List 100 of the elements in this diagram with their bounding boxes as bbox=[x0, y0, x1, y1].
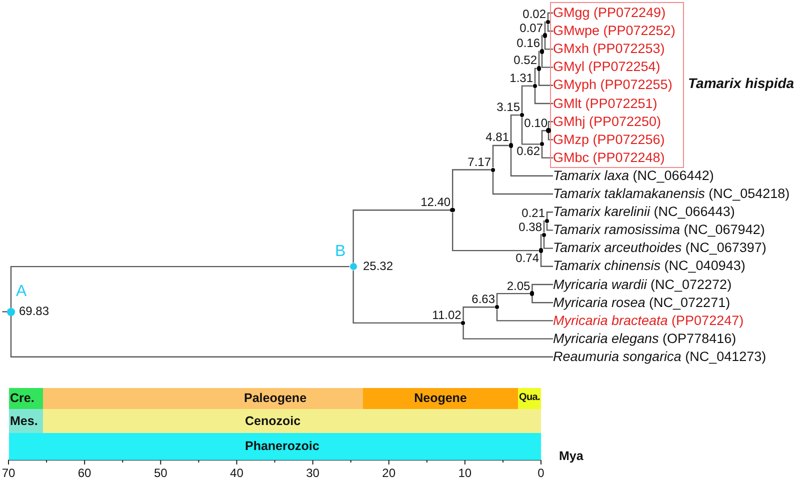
geologic-period-band: Cre. bbox=[8, 388, 43, 408]
node-dot bbox=[494, 304, 500, 310]
tree-branch bbox=[543, 236, 553, 249]
tree-branch bbox=[532, 296, 553, 304]
tree-branch bbox=[462, 306, 495, 321]
node-letter-label: A bbox=[16, 283, 27, 300]
tree-branch bbox=[462, 325, 553, 340]
divergence-time-label: 69.83 bbox=[19, 305, 50, 318]
tree-branch bbox=[496, 292, 530, 305]
taxon-label: Myricaria elegans (OP778416) bbox=[553, 330, 736, 347]
node-dot bbox=[546, 20, 550, 24]
tree-branch bbox=[492, 172, 553, 195]
node-dot bbox=[542, 33, 548, 38]
divergence-time-label: 0.02 bbox=[522, 8, 546, 22]
tree-branch bbox=[10, 266, 350, 308]
node-dot bbox=[542, 232, 546, 237]
geologic-era-band: Cenozoic bbox=[43, 408, 541, 432]
taxon-label: Myricaria rosea (NC_072271) bbox=[553, 294, 730, 311]
tree-branch bbox=[541, 54, 553, 68]
taxon-label: GMyl (PP072254) bbox=[553, 59, 660, 76]
tree-branch bbox=[510, 114, 520, 144]
divergence-time-label: 4.81 bbox=[486, 131, 509, 144]
taxon-label: Reaumuria songarica (NC_041273) bbox=[553, 348, 766, 365]
tree-branch bbox=[534, 88, 553, 104]
tree-branch bbox=[352, 270, 462, 324]
node-dot bbox=[540, 49, 544, 54]
tree-branch bbox=[540, 234, 542, 248]
geologic-period-band: Neogene bbox=[363, 388, 518, 408]
divergence-time-label: 12.40 bbox=[420, 196, 451, 210]
taxon-label: Tamarix taklamakanensis (NC_054218) bbox=[553, 186, 790, 202]
taxon-label: GMlt (PP072251) bbox=[553, 96, 658, 112]
taxon-label: GMhj (PP072250) bbox=[553, 114, 662, 130]
taxon-label: Tamarix ramosissima (NC_067942) bbox=[553, 222, 765, 238]
axis-tick-label: 40 bbox=[230, 467, 244, 480]
axis-tick-label: 30 bbox=[306, 467, 320, 480]
tree-branch bbox=[546, 223, 553, 231]
taxon-label: Tamarix chinensis (NC_040943) bbox=[553, 258, 746, 274]
taxon-label: GMzp (PP072256) bbox=[553, 132, 665, 148]
node-dot bbox=[490, 168, 496, 172]
node-dot bbox=[538, 248, 544, 253]
axis-tick-label: 10 bbox=[458, 467, 472, 480]
divergence-time-label: 0.10 bbox=[524, 116, 548, 130]
node-letter-label: B bbox=[335, 243, 346, 260]
tree-branch bbox=[547, 24, 553, 32]
divergence-time-label: 25.32 bbox=[363, 260, 394, 273]
divergence-time-label: 0.74 bbox=[516, 252, 539, 265]
node-dot bbox=[530, 291, 534, 296]
divergence-time-label: 7.17 bbox=[468, 156, 491, 169]
axis-tick-label: 0 bbox=[538, 467, 544, 480]
taxon-label: Tamarix karelinii (NC_066443) bbox=[553, 204, 735, 220]
divergence-time-label: 0.16 bbox=[516, 37, 540, 50]
geologic-eon-band: Phanerozoic bbox=[8, 432, 541, 460]
node-dot bbox=[536, 66, 542, 71]
geologic-period-band: Qua. bbox=[518, 388, 541, 408]
tree-branch bbox=[521, 117, 540, 145]
taxon-label: GMbc (PP072248) bbox=[553, 150, 665, 166]
tree-branch bbox=[540, 252, 553, 267]
tree-branch bbox=[544, 21, 546, 34]
taxon-label: Myricaria bracteata (PP072247) bbox=[553, 312, 744, 329]
tree-branch bbox=[352, 210, 450, 263]
node-dot bbox=[544, 218, 550, 224]
node-dot bbox=[546, 128, 551, 133]
tree-branch bbox=[10, 316, 553, 358]
highlighted-node-dot bbox=[7, 308, 15, 316]
taxon-label: GMyph (PP072255) bbox=[553, 77, 672, 94]
node-dot bbox=[520, 112, 524, 118]
axis-unit-label: Mya bbox=[559, 449, 584, 463]
node-dot bbox=[450, 208, 455, 212]
tree-branch bbox=[452, 212, 539, 252]
divergence-time-label: 0.38 bbox=[518, 220, 542, 234]
taxon-label: Myricaria wardii (NC_072272) bbox=[553, 276, 732, 292]
axis-tick-label: 20 bbox=[382, 467, 396, 480]
geologic-period-band: Paleogene bbox=[43, 388, 363, 408]
node-dot bbox=[508, 143, 514, 148]
node-dot bbox=[540, 142, 544, 146]
tree-branch bbox=[541, 35, 544, 50]
taxon-label: Tamarix laxa (NC_066442) bbox=[553, 168, 714, 184]
divergence-time-label: 6.63 bbox=[472, 293, 495, 306]
taxon-label: GMwpe (PP072252) bbox=[553, 23, 676, 40]
divergence-time-label: 1.31 bbox=[510, 72, 533, 85]
node-dot bbox=[461, 320, 466, 326]
tree-branch bbox=[492, 144, 509, 168]
divergence-time-label: 0.07 bbox=[520, 22, 543, 35]
tree-branch bbox=[534, 68, 537, 84]
tree-branch bbox=[548, 132, 553, 140]
axis-tick-label: 70 bbox=[2, 467, 16, 480]
highlighted-node-dot bbox=[350, 262, 358, 270]
tree-branch bbox=[544, 38, 553, 50]
tree-branch bbox=[548, 121, 553, 128]
tree-branch bbox=[541, 146, 553, 158]
divergence-time-label: 3.15 bbox=[496, 101, 520, 114]
tree-branch bbox=[546, 212, 553, 219]
axis-tick-label: 60 bbox=[78, 467, 92, 480]
tree-branch bbox=[543, 220, 546, 233]
tree-branch bbox=[2, 311, 8, 312]
taxon-label: Tamarix arceuthoides (NC_067397) bbox=[553, 240, 766, 256]
tree-branch bbox=[538, 50, 540, 66]
geologic-era-band: Mes. bbox=[8, 408, 43, 432]
tree-branch bbox=[521, 85, 533, 113]
divergence-time-label: 0.52 bbox=[514, 54, 537, 68]
